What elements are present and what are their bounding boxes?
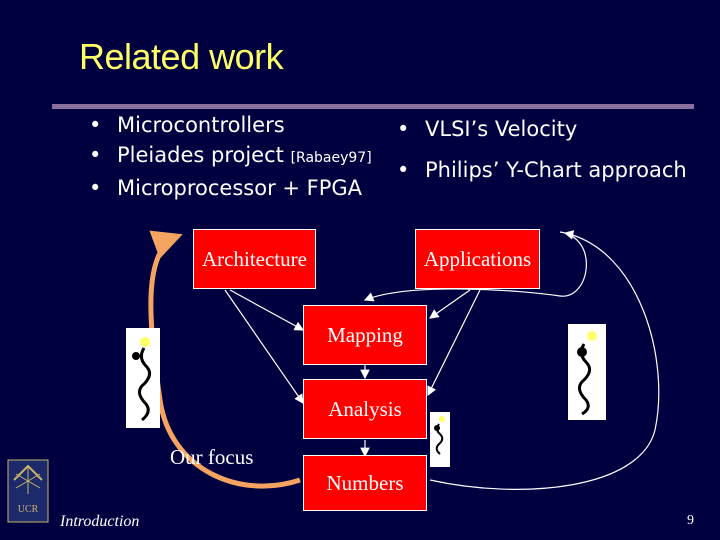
page-number: 9 xyxy=(687,513,694,528)
arrow-apps-to-analysis xyxy=(427,289,481,397)
arrow-arch-to-mapping xyxy=(229,289,305,331)
thinking-person-icon xyxy=(568,324,606,420)
bullet-item: Microprocessor + FPGA xyxy=(85,173,372,203)
citation: [Rabaey97] xyxy=(290,150,372,166)
mapping-box: Mapping xyxy=(303,305,427,365)
left-bullet-list: Microcontrollers Pleiades project [Rabae… xyxy=(85,110,372,203)
bullet-text: Microprocessor + FPGA xyxy=(117,176,363,200)
title-divider xyxy=(52,104,694,109)
thinking-person-icon xyxy=(126,328,160,428)
arrow-arch-to-analysis xyxy=(224,289,304,404)
university-logo-icon: UCR xyxy=(7,459,49,523)
numbers-box: Numbers xyxy=(303,455,427,511)
bullet-item: Pleiades project [Rabaey97] xyxy=(85,140,372,173)
bullet-text: Microcontrollers xyxy=(117,113,285,137)
arrow-loop-top xyxy=(363,231,587,302)
applications-box: Applications xyxy=(415,229,540,289)
our-focus-label: Our focus xyxy=(170,445,254,469)
right-bullet-item: Philips’ Y-Chart approach xyxy=(393,158,687,182)
focus-loop-arrow xyxy=(148,230,301,489)
right-bullet-item: VLSI’s Velocity xyxy=(393,117,577,141)
svg-text:UCR: UCR xyxy=(18,504,39,515)
analysis-box: Analysis xyxy=(303,379,427,439)
architecture-box: Architecture xyxy=(193,229,316,289)
bullet-text: Pleiades project xyxy=(117,143,291,167)
arrow-apps-to-mapping xyxy=(429,289,471,319)
bullet-item: Microcontrollers xyxy=(85,110,372,140)
thinking-person-icon xyxy=(430,412,450,467)
slide-title: Related work xyxy=(79,36,284,77)
footer-section-label: Introduction xyxy=(60,513,140,530)
arrow-numbers-loop-right xyxy=(429,230,660,490)
